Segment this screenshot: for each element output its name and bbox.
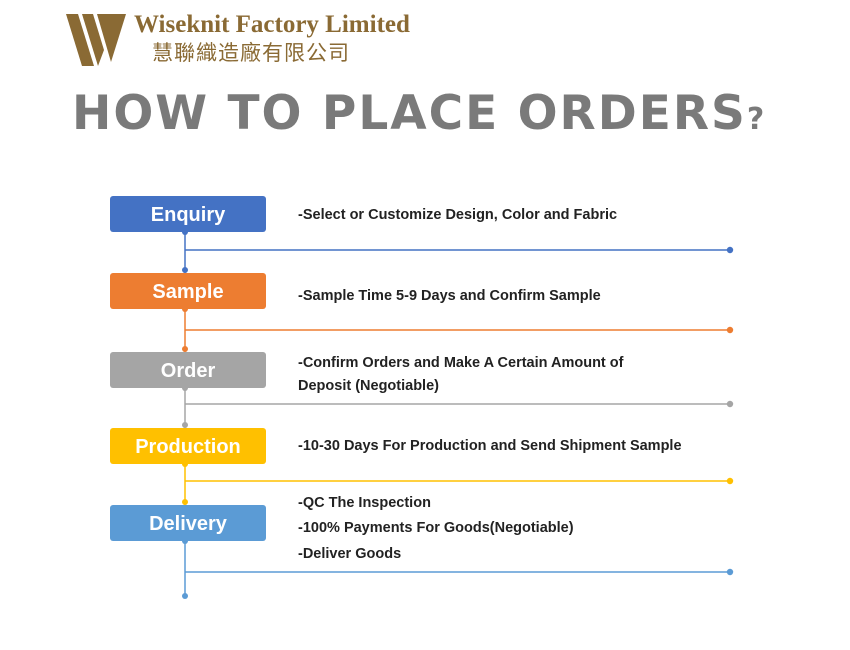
step-description-line: Deposit (Negotiable) <box>298 378 439 394</box>
step-box <box>110 428 266 464</box>
page-title-question-mark: ? <box>746 102 765 137</box>
step-label: Enquiry <box>151 204 226 226</box>
divider-end-dot <box>726 246 734 254</box>
flow-step-delivery: Delivery -QC The Inspection -100% Payments… <box>110 495 734 599</box>
connector-dot <box>182 593 188 599</box>
step-description-line: -10-30 Days For Production and Send Ship… <box>298 438 682 454</box>
flow-step-sample: Sample -Sample Time 5-9 Days and Confirm … <box>110 273 734 352</box>
step-box <box>110 196 266 232</box>
step-label: Delivery <box>149 513 228 535</box>
connector-dot <box>182 499 188 505</box>
step-description-line: -Select or Customize Design, Color and F… <box>298 207 617 223</box>
step-description-line: -Deliver Goods <box>298 546 401 562</box>
connector-dot <box>182 267 188 273</box>
step-box <box>110 505 266 541</box>
company-name-chinese: 慧聯織造廠有限公司 <box>152 41 350 65</box>
connector-dot <box>182 422 188 428</box>
step-description-line: -Sample Time 5-9 Days and Confirm Sample <box>298 288 601 304</box>
step-label: Order <box>161 360 216 382</box>
step-description-line: -Confirm Orders and Make A Certain Amoun… <box>298 355 624 371</box>
step-box <box>110 352 266 388</box>
page-title-text: HOW TO PLACE ORDERS <box>72 86 747 141</box>
flow-step-enquiry: Enquiry -Select or Customize Design, Colo… <box>110 196 734 273</box>
divider-end-dot <box>726 400 734 408</box>
step-description-line: -100% Payments For Goods(Negotiable) <box>298 520 574 536</box>
divider-end-dot <box>726 477 734 485</box>
flow-step-production: Production -10-30 Days For Production and… <box>110 428 734 505</box>
connector-dot <box>182 346 188 352</box>
divider-end-dot <box>726 326 734 334</box>
double-v-stripe-logo <box>66 14 126 66</box>
step-description-line: -QC The Inspection <box>298 495 431 511</box>
page-title: HOW TO PLACE ORDERS? <box>72 84 764 150</box>
divider-end-dot <box>726 568 734 576</box>
step-box <box>110 273 266 309</box>
company-name-english: Wiseknit Factory Limited <box>134 11 410 38</box>
step-label: Sample <box>152 281 223 303</box>
flow-step-order: Order -Confirm Orders and Make A Certain … <box>110 352 734 428</box>
step-label: Production <box>135 436 241 458</box>
